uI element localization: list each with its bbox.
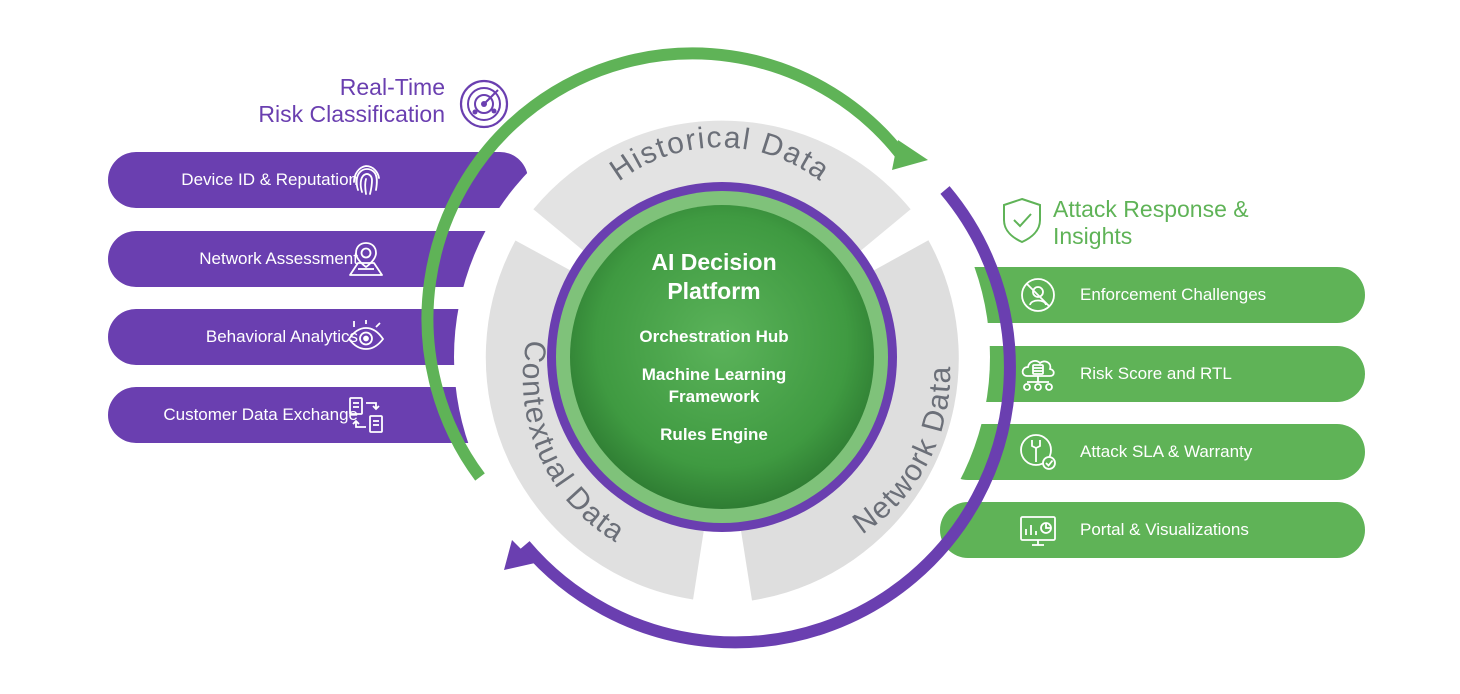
core-orchestration-hub: Orchestration Hub [639, 327, 788, 346]
right-item-enforcement-challenges: Enforcement Challenges [940, 267, 1365, 323]
right-heading-line1: Attack Response & [1053, 196, 1249, 222]
right-item-label: Risk Score and RTL [1080, 364, 1232, 383]
left-item-network-assessment: Network Assessment [108, 231, 528, 287]
outer-arc-green [421, 47, 910, 481]
right-item-portal-visualizations: Portal & Visualizations [940, 502, 1365, 558]
outer-arc-purple [520, 186, 1016, 649]
core-title-line1: AI Decision [651, 249, 776, 275]
right-item-label: Attack SLA & Warranty [1080, 442, 1253, 461]
shield-check-icon [1003, 197, 1041, 244]
soc-label: 24/7 SOC [690, 608, 769, 628]
purple-arrowhead [504, 540, 535, 570]
left-heading-line1: Real-Time [339, 74, 445, 100]
core-rules-engine: Rules Engine [660, 425, 768, 444]
document-exchange-icon [349, 397, 383, 433]
right-group-heading: Attack Response & Insights [1053, 196, 1249, 250]
core-ml-line1: Machine Learning [642, 365, 787, 384]
fingerprint-icon [353, 165, 380, 195]
eye-analytics-icon [347, 320, 385, 350]
segment-historical [533, 120, 911, 268]
left-item-label: Device ID & Reputation [181, 170, 358, 189]
wrench-check-icon [1020, 434, 1056, 470]
segment-network [737, 240, 959, 601]
green-arrowhead [892, 140, 928, 170]
segment-ring [485, 120, 959, 601]
dashboard-monitor-icon [1020, 516, 1056, 546]
right-item-label: Portal & Visualizations [1080, 520, 1249, 539]
cloud-database-icon [1021, 360, 1055, 391]
left-item-label: Network Assessment [199, 249, 358, 268]
left-heading-line2: Risk Classification [258, 101, 445, 127]
left-item-label: Customer Data Exchange [163, 405, 358, 424]
radar-icon [459, 79, 509, 129]
right-item-label: Enforcement Challenges [1080, 285, 1267, 304]
network-location-icon [349, 242, 383, 276]
no-bot-icon [1021, 278, 1055, 312]
right-heading-line2: Insights [1053, 223, 1133, 249]
left-item-label: Behavioral Analytics [205, 327, 358, 346]
core-title-line2: Platform [667, 278, 760, 304]
core-ml-line2: Framework [669, 387, 760, 406]
right-item-attack-sla: Attack SLA & Warranty [940, 424, 1365, 480]
segment-contextual [485, 240, 708, 600]
core-disc [570, 205, 874, 509]
left-group-heading: Real-Time Risk Classification [258, 74, 445, 128]
